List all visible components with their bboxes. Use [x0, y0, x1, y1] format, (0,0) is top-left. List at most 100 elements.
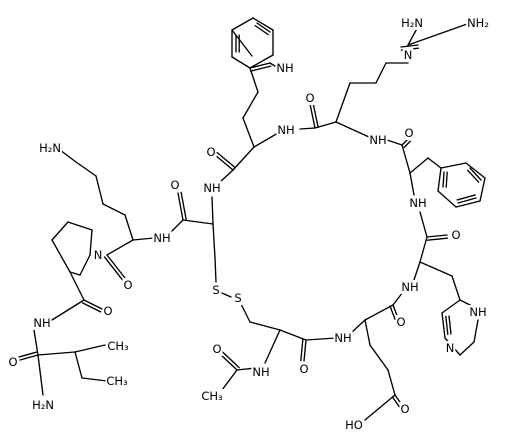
indole-nh: NH [276, 61, 293, 75]
bond-59 [212, 223, 216, 259]
bond-53 [221, 350, 240, 369]
label-halo-16 [169, 178, 181, 192]
bond-21 [437, 190, 457, 208]
bond-13 [401, 144, 411, 174]
bond-42 [364, 319, 371, 346]
label-halo-27 [233, 291, 243, 305]
bond-24 [456, 194, 476, 201]
carbonyl-o-glu: O [396, 315, 405, 329]
label-halo-29 [333, 331, 353, 345]
bond-104 [19, 354, 39, 361]
bond-38 [448, 315, 452, 335]
label-halo-14 [38, 141, 62, 155]
bond-15 [427, 157, 442, 169]
bond-57 [221, 292, 232, 298]
bond-17 [440, 162, 467, 169]
bond-48 [305, 337, 337, 341]
bond-85 [95, 175, 104, 205]
bond-29 [419, 261, 453, 277]
bond-81 [231, 29, 253, 57]
bond-97 [83, 299, 103, 310]
bond-40 [389, 305, 396, 320]
bond-41 [364, 304, 394, 321]
bond-24 [457, 197, 477, 204]
bond-38 [445, 315, 449, 336]
bond-65 [216, 151, 236, 169]
bond-87 [59, 149, 77, 163]
label-halo-1 [466, 16, 490, 30]
amide-nh-lys-cys: NH [153, 231, 170, 245]
bond-44 [387, 369, 396, 396]
bond-23 [466, 169, 480, 183]
bond-89 [106, 254, 126, 279]
bond-37 [473, 319, 479, 343]
label-halo-10 [450, 228, 462, 242]
label-halo-19 [122, 278, 134, 292]
bond-18 [465, 162, 486, 179]
bond-56 [240, 303, 251, 323]
bond-43 [369, 344, 389, 371]
bond-76 [252, 17, 274, 31]
label-halo-31 [251, 365, 271, 379]
bond-88 [106, 239, 134, 256]
acetyl-nh: NH [252, 365, 269, 379]
bond-2 [400, 44, 419, 48]
carbonyl-o-glu-cys: O [299, 362, 308, 376]
bond-75 [231, 17, 254, 31]
bond-12 [403, 140, 411, 148]
sulfur-b: S [234, 291, 241, 305]
bond-80 [254, 24, 269, 36]
bond-62 [177, 192, 184, 221]
amide-nh-val-pro: NH [33, 316, 50, 330]
label-halo-32 [211, 342, 223, 356]
bond-82 [132, 237, 155, 241]
label-halo-13 [444, 341, 456, 355]
carbonyl-o-val: O [8, 355, 17, 369]
label-halo-0 [400, 16, 424, 30]
bond-63 [169, 219, 184, 234]
label-halo-26 [211, 283, 221, 297]
amidine-nh2-left: H₂N [401, 16, 423, 30]
bond-28 [419, 236, 428, 263]
proline-n: N [94, 248, 103, 262]
label-halo-6 [205, 145, 217, 159]
bond-78 [249, 54, 274, 69]
bond-100 [37, 351, 76, 356]
bond-97 [81, 302, 102, 313]
label-halo-20 [102, 304, 114, 318]
bond-11 [386, 139, 403, 146]
bond-27 [426, 234, 448, 238]
bond-46 [364, 394, 396, 421]
bond-26 [419, 211, 428, 238]
bond-105 [37, 354, 44, 396]
label-halo-28 [298, 362, 310, 376]
bond-51 [264, 329, 281, 364]
bond-90 [79, 254, 91, 276]
bond-104 [18, 351, 38, 358]
label-halo-23 [105, 374, 130, 388]
bond-9 [299, 127, 316, 130]
bond-25 [445, 171, 448, 188]
bond-92 [67, 221, 93, 231]
bond-31 [451, 275, 461, 301]
valine-nh2: H₂N [32, 398, 54, 412]
bond-62 [180, 191, 187, 221]
label-halo-12 [468, 305, 488, 319]
carbonyl-o-pro: O [103, 304, 112, 318]
bond-93 [51, 221, 69, 241]
label-halo-34 [399, 402, 411, 416]
bond-73 [231, 56, 251, 69]
bond-95 [69, 271, 81, 276]
label-halo-11 [400, 280, 420, 294]
amide-nh-phe-his: NH [409, 196, 426, 210]
bond-89 [103, 256, 124, 281]
bond-45 [391, 396, 401, 408]
label-halo-24 [7, 355, 19, 369]
label-halo-9 [408, 196, 428, 210]
bond-91 [89, 229, 93, 256]
bond-47 [350, 319, 366, 334]
bond-49 [300, 339, 304, 362]
bond-22 [437, 167, 442, 192]
amide-nh-arg-trp: NH [277, 123, 294, 137]
amide-nh-arg-phe: NH [369, 133, 386, 147]
